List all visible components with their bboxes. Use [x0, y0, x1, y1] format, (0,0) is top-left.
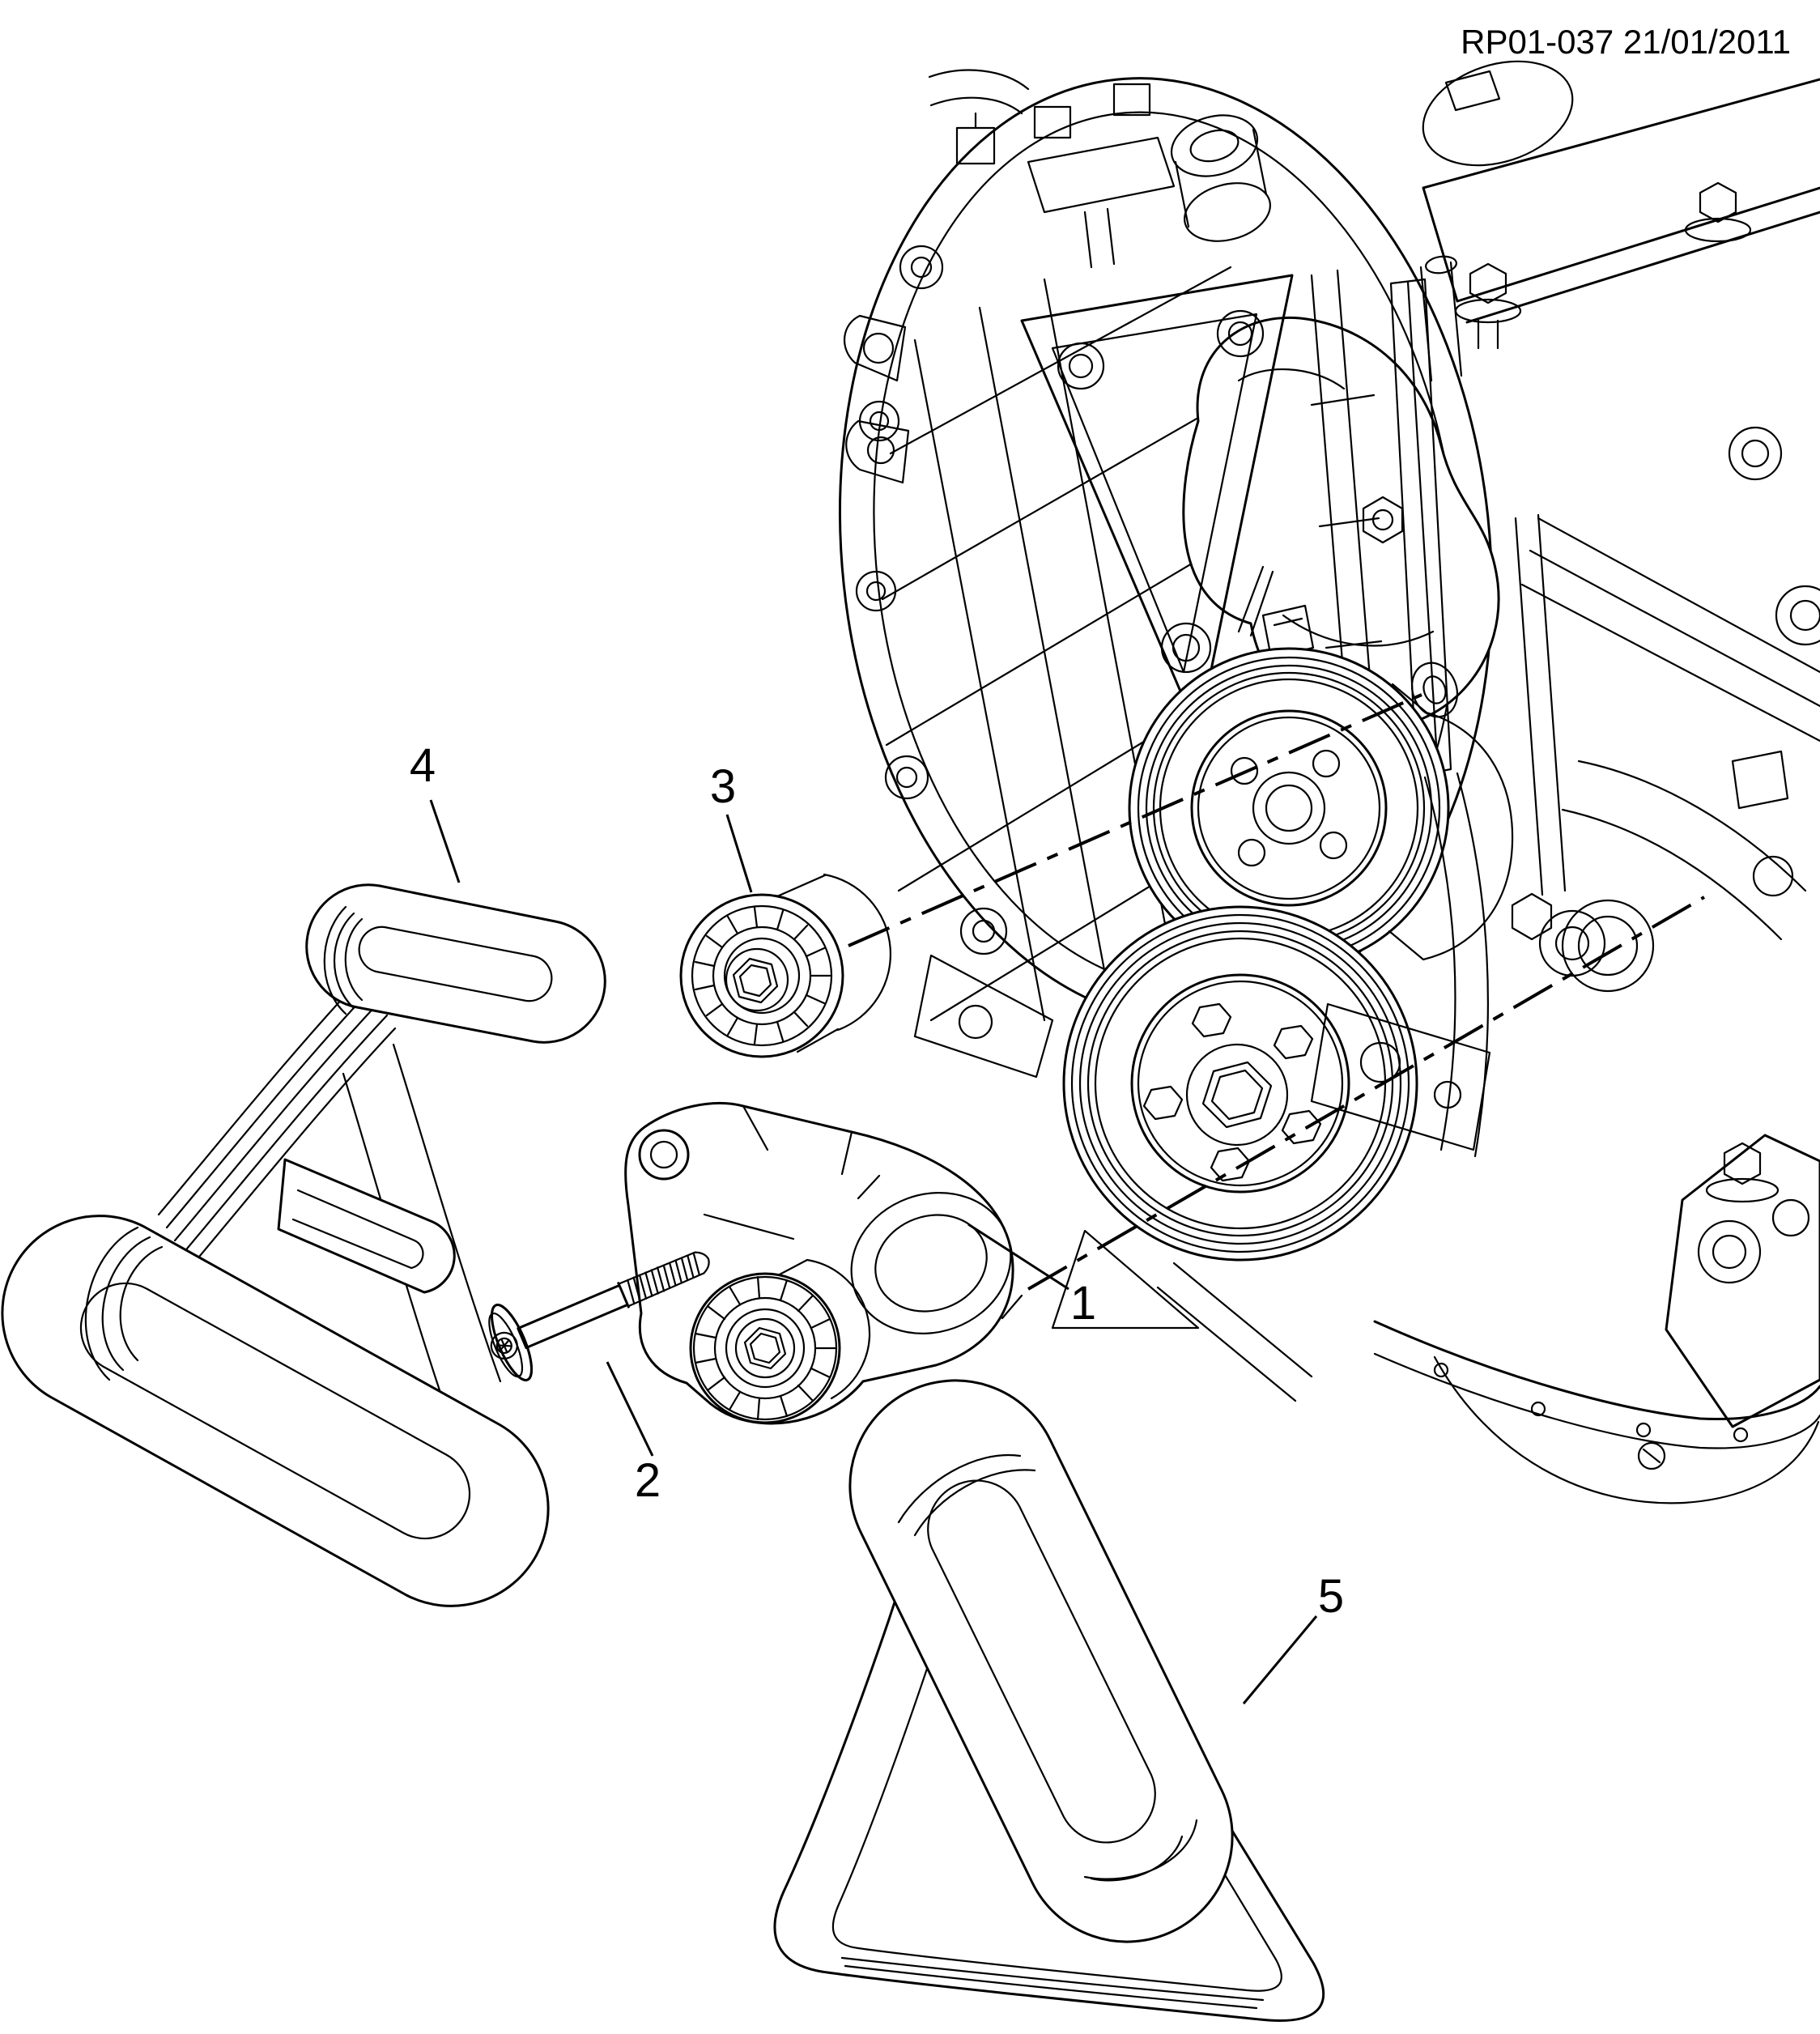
- callout-4: 4: [409, 739, 436, 792]
- callout-leader-lines: [429, 799, 1318, 1704]
- bolt-threads: [627, 1252, 701, 1305]
- leader-1: [967, 1223, 1069, 1291]
- leader-5: [1242, 1615, 1318, 1704]
- tensioner-serration: [694, 1275, 838, 1421]
- lower-bracket: [1051, 1229, 1313, 1402]
- leader-3: [725, 814, 753, 893]
- oil-pan: [1373, 1320, 1820, 1504]
- leader-4: [429, 799, 461, 883]
- engine-struts: [1310, 269, 1452, 777]
- drive-belt-lower: [773, 1379, 1325, 2022]
- tensioner-bolt: [488, 1251, 710, 1381]
- callout-2: 2: [634, 1454, 661, 1507]
- torx-socket: [495, 1338, 512, 1354]
- belt4-ribs-band: [157, 975, 397, 1268]
- idler-bolt-hex: [732, 957, 779, 1004]
- transmission-top-details: [844, 69, 1463, 484]
- crank-pulley: [1062, 905, 1418, 1262]
- leader-2: [606, 1361, 654, 1457]
- drawing-reference-label: RP01-037 21/01/2011: [1461, 23, 1791, 61]
- callout-1: 1: [1069, 1277, 1097, 1330]
- callout-5: 5: [1317, 1570, 1345, 1623]
- callout-3: 3: [709, 760, 737, 813]
- idler-serration: [694, 906, 831, 1045]
- belt-tensioner: [624, 1101, 1023, 1425]
- engine-block-right: [1310, 426, 1820, 1428]
- axis-line-idler: [848, 693, 1422, 947]
- idler-pulley: [679, 873, 892, 1058]
- engine-mount-bracket: [1020, 274, 1294, 734]
- axis-line-tensioner: [1027, 896, 1706, 1291]
- valve-cover: [1422, 60, 1820, 350]
- drive-belt-upper: [1, 883, 606, 1607]
- tensioner-bolt-hex: [743, 1326, 787, 1370]
- engine-illustration: [839, 60, 1820, 1504]
- housing-webbing: [881, 266, 1329, 1022]
